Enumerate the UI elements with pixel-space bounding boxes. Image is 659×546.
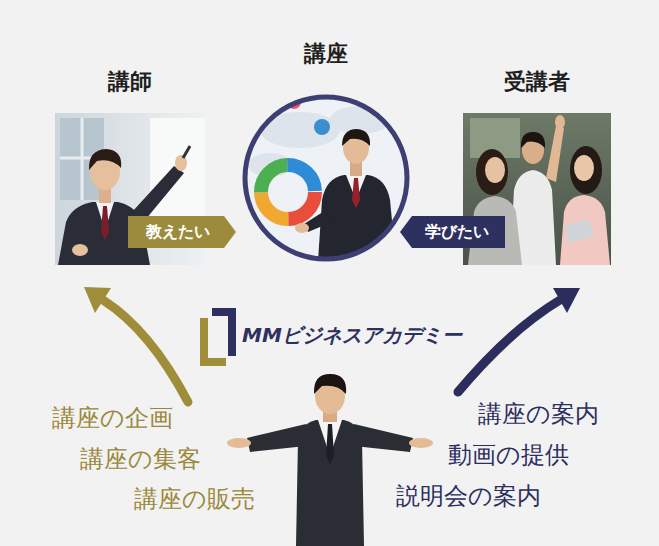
course-circle: 講座	[242, 94, 410, 262]
tag-fill	[400, 216, 505, 248]
tag-text: 学びたい	[417, 222, 489, 241]
flow-arrow	[84, 287, 188, 402]
tag-fill	[128, 216, 236, 248]
logo-mark	[200, 308, 236, 366]
presenter-figure	[227, 374, 433, 546]
node-heading: 受講者	[504, 69, 570, 95]
service-item: 説明会の案内	[396, 482, 541, 511]
circle-outline	[242, 94, 410, 262]
course-photo	[244, 95, 408, 262]
service-item: 講座の集客	[80, 445, 201, 474]
circle-ring	[245, 97, 407, 259]
service-item: 講座の販売	[134, 485, 255, 514]
flow-arrow	[458, 288, 580, 392]
node-heading: 講師	[108, 69, 152, 95]
service-item: 動画の提供	[448, 441, 569, 470]
intent-tag: 教えたい	[128, 216, 236, 248]
tag-text: 教えたい	[146, 222, 218, 241]
logo-text: MMビジネスアカデミー	[242, 323, 462, 347]
intent-tag: 学びたい	[400, 216, 505, 248]
service-item: 講座の企画	[52, 404, 173, 433]
service-item: 講座の案内	[478, 400, 599, 429]
node-heading: 講座	[304, 41, 348, 67]
